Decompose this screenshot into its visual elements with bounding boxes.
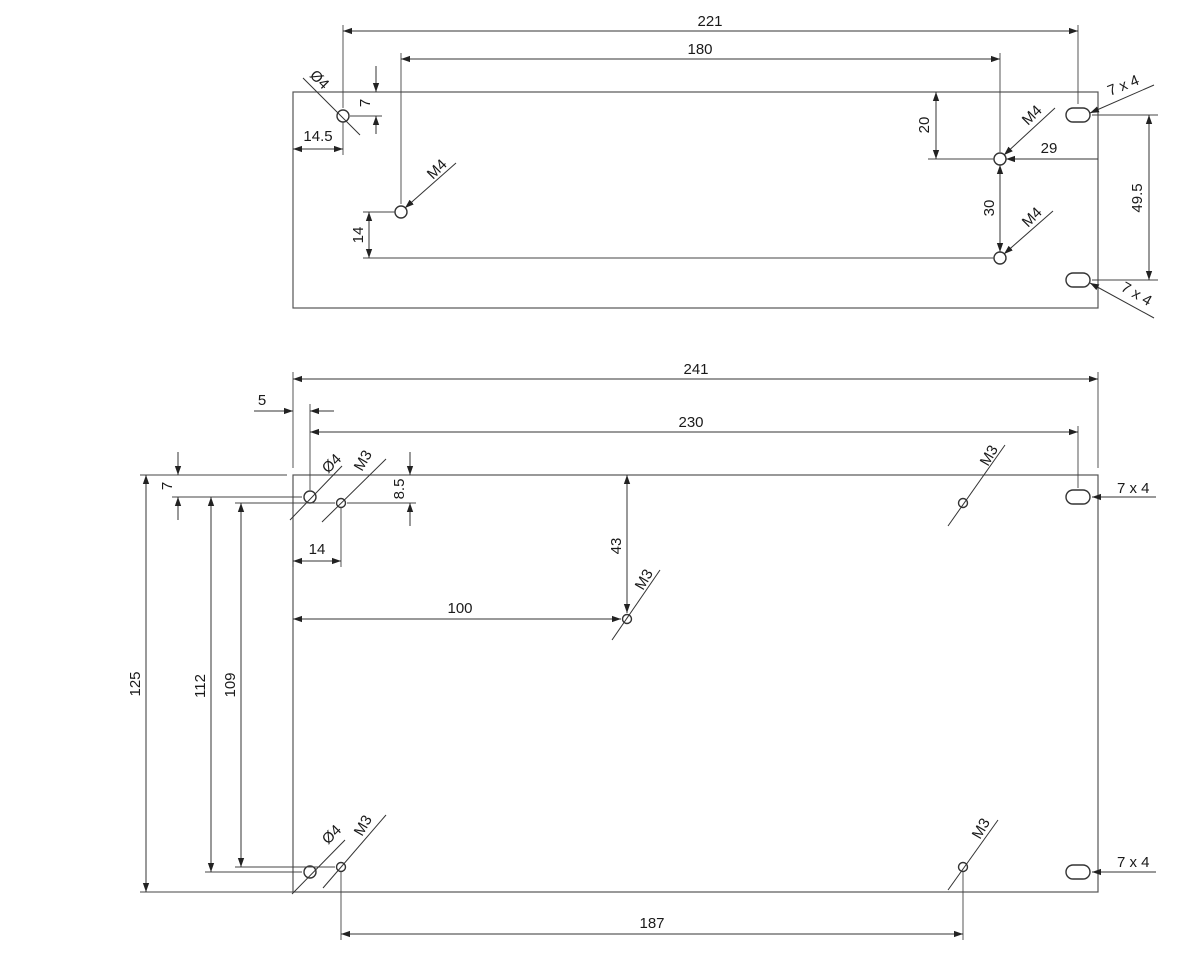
dim-29-label: 29 — [1041, 140, 1058, 157]
callout-slot-bottom: 7 x 4 — [1118, 279, 1155, 310]
dim-112-label: 112 — [192, 674, 209, 698]
dim-43-label: 43 — [608, 538, 625, 555]
leader-m3-center — [611, 569, 661, 641]
dim-125-label: 125 — [127, 671, 144, 696]
dim-5-label: 5 — [258, 392, 266, 409]
bottom-m3-hole-bottom-right — [957, 861, 969, 873]
leader-d4-top — [289, 465, 343, 521]
dim-109-label: 109 — [222, 672, 239, 697]
callout-slot-bottom: 7 x 4 — [1117, 854, 1150, 871]
callout-m3-bottom-left: M3 — [351, 812, 376, 839]
dim-8-5-label: 8.5 — [391, 479, 408, 500]
leader-m3-bottom-right — [947, 819, 999, 891]
bottom-plate: 241 5 230 7 Ø4 M3 8.5 14 M3 — [127, 361, 1156, 940]
callout-m4-bottom-right: M4 — [1019, 204, 1046, 231]
callout-m4-left: M4 — [424, 156, 451, 183]
leader-d4-bottom — [291, 839, 346, 895]
leader-m4-left — [404, 162, 457, 209]
leader-m3-top-right — [947, 444, 1006, 527]
dim-d4-label: Ø4 — [306, 67, 332, 93]
callout-m4-top-right: M4 — [1019, 102, 1046, 129]
bottom-plate-outline — [292, 474, 1099, 893]
bottom-slot-lower — [1065, 864, 1091, 880]
top-slot-upper — [1065, 107, 1091, 123]
dim-100-label: 100 — [447, 600, 472, 617]
leader-m3-top-left — [321, 458, 387, 523]
dim-30-label: 30 — [981, 200, 998, 217]
leader-d4 — [302, 77, 361, 136]
top-slot-lower — [1065, 272, 1091, 288]
dim-14-label: 14 — [309, 541, 326, 558]
dim-d4-top-label: Ø4 — [319, 451, 345, 477]
dim-20-label: 20 — [916, 117, 933, 134]
leader-slot-top — [1089, 84, 1155, 114]
top-d4-hole — [336, 109, 350, 123]
leader-m4-top-right — [1003, 107, 1056, 156]
dim-180-label: 180 — [687, 41, 712, 58]
bottom-d4-hole-top — [303, 490, 317, 504]
callout-m3-bottom-right: M3 — [969, 815, 994, 842]
bottom-d4-hole-bottom — [303, 865, 317, 879]
dim-7-label: 7 — [357, 99, 374, 107]
callout-m3-center: M3 — [632, 566, 657, 593]
bottom-slot-upper — [1065, 489, 1091, 505]
dim-7-label: 7 — [159, 482, 176, 490]
dim-49-5-label: 49.5 — [1129, 183, 1146, 212]
dim-221-label: 221 — [697, 13, 722, 30]
dim-241-label: 241 — [683, 361, 708, 378]
leader-slot-bottom — [1089, 282, 1155, 319]
callout-slot-top: 7 x 4 — [1105, 72, 1142, 100]
top-plate: 221 180 Ø4 7 14.5 M4 14 20 M4 — [292, 13, 1158, 319]
top-plate-outline — [292, 91, 1099, 309]
dim-14-label: 14 — [350, 227, 367, 244]
dim-187-label: 187 — [639, 915, 664, 932]
dim-230-label: 230 — [678, 414, 703, 431]
callout-slot-top: 7 x 4 — [1117, 480, 1150, 497]
leader-m4-bottom-right — [1003, 210, 1054, 255]
leader-m3-bottom-left — [322, 814, 387, 889]
dim-14-5-label: 14.5 — [303, 128, 332, 145]
callout-m3-top-left: M3 — [351, 447, 376, 474]
callout-m3-top-right: M3 — [977, 442, 1002, 469]
